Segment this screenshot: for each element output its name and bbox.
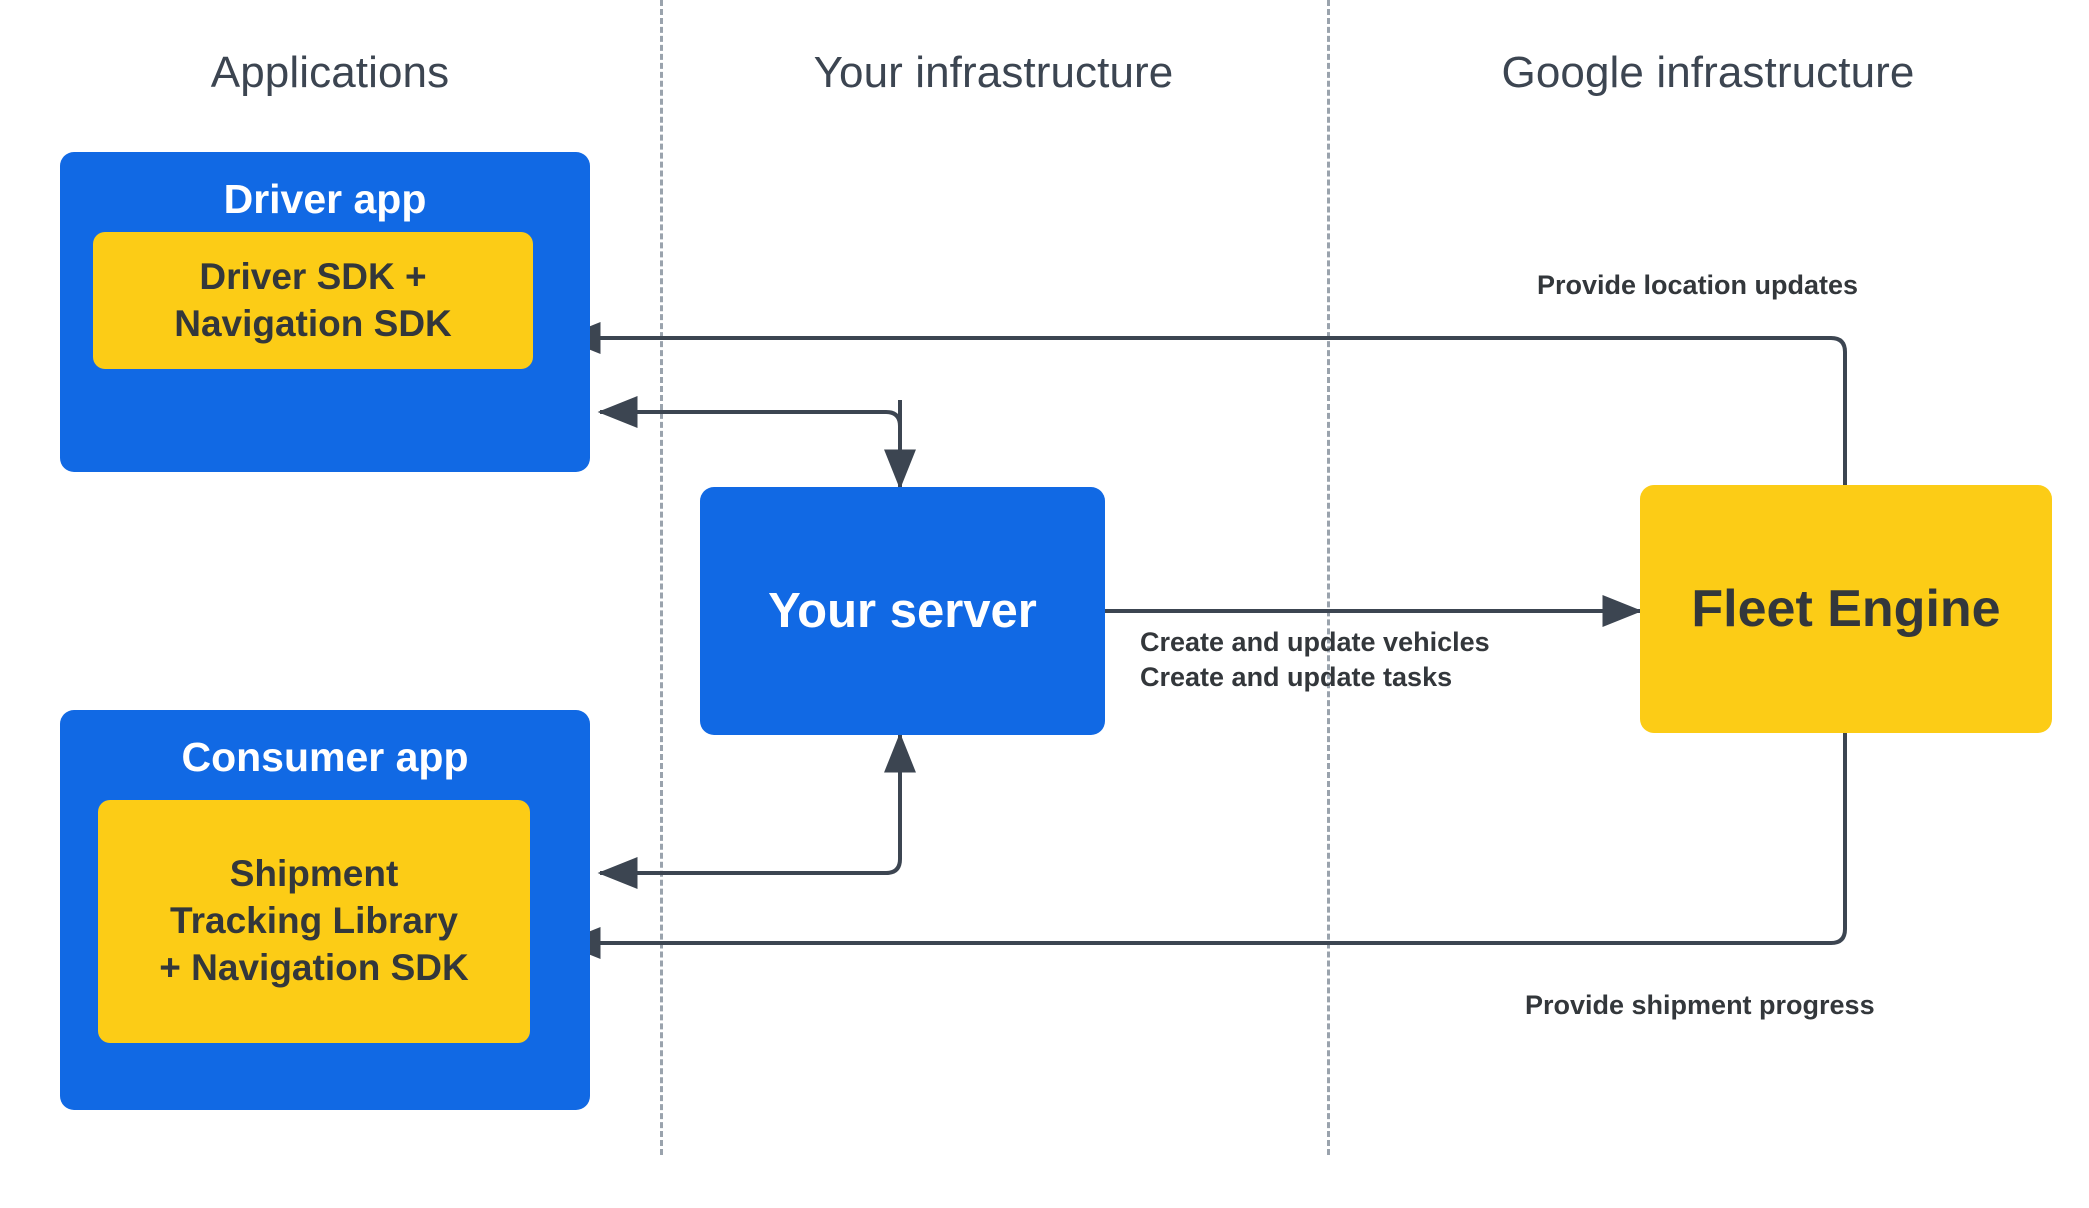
- edge-label-create-update: Create and update vehicles Create and up…: [1140, 625, 1490, 695]
- edge-label-provide-location-updates: Provide location updates: [1537, 270, 1859, 300]
- edge-consumer-to-server: [600, 732, 916, 875]
- your-server-title: Your server: [768, 584, 1037, 638]
- swimlane-divider-left: [660, 0, 663, 1155]
- node-consumer-sdk-chip[interactable]: Shipment Tracking Library + Navigation S…: [98, 800, 530, 1043]
- column-header-your-infrastructure: Your infrastructure: [813, 48, 1174, 97]
- driver-sdk-line-1: Driver SDK +: [199, 255, 427, 297]
- consumer-sdk-line-1: Shipment: [229, 853, 399, 895]
- driver-app-title: Driver app: [223, 176, 427, 222]
- node-fleet-engine[interactable]: Fleet Engine: [1640, 485, 2052, 733]
- node-driver-sdk-chip[interactable]: Driver SDK + Navigation SDK: [93, 232, 533, 369]
- edge-label-provide-shipment-progress: Provide shipment progress: [1525, 990, 1875, 1020]
- swimlane-divider-right: [1327, 0, 1330, 1155]
- edge-shipment-progress: [560, 733, 1847, 959]
- fleet-engine-title: Fleet Engine: [1691, 580, 2001, 638]
- driver-sdk-line-2: Navigation SDK: [174, 302, 452, 344]
- consumer-sdk-line-3: + Navigation SDK: [159, 946, 469, 988]
- column-header-google-infrastructure: Google infrastructure: [1501, 48, 1915, 97]
- node-driver-app[interactable]: Driver app Driver SDK + Navigation SDK: [60, 152, 590, 472]
- edge-label-create-update-vehicles: Create and update vehicles: [1140, 627, 1490, 657]
- node-consumer-app[interactable]: Consumer app Shipment Tracking Library +…: [60, 710, 590, 1110]
- consumer-app-title: Consumer app: [181, 734, 469, 780]
- consumer-sdk-line-2: Tracking Library: [170, 900, 458, 941]
- node-your-server[interactable]: Your server: [700, 487, 1105, 735]
- edge-label-create-update-tasks: Create and update tasks: [1140, 662, 1453, 693]
- edge-driver-to-server: [597, 396, 902, 487]
- column-header-applications: Applications: [210, 48, 450, 97]
- edge-location-updates: [560, 322, 1847, 485]
